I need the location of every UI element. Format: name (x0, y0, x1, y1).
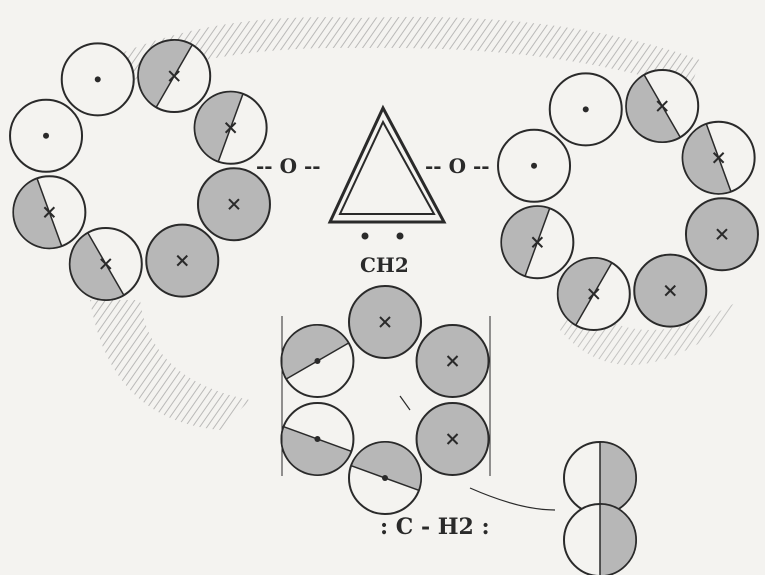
orbital-circle (686, 198, 758, 270)
bottom-formula: : C - H2 : (380, 514, 490, 540)
right-oxygen-link: -- O -- (425, 154, 490, 178)
orbital-circle (281, 325, 353, 397)
right-ring (498, 70, 758, 330)
bottom-ring (281, 286, 488, 514)
orbital-circle (564, 504, 636, 575)
orbital-circle (417, 325, 489, 397)
orbital-circle (626, 70, 698, 142)
apex-label: CH2 (360, 253, 409, 277)
electron-dot (397, 233, 404, 240)
left-ring (10, 40, 270, 300)
orbital-circle (683, 122, 755, 194)
orbital-circle (349, 286, 421, 358)
small-pair (564, 442, 636, 575)
orbital-circle (281, 403, 353, 475)
orbital-circle (349, 442, 421, 514)
orbital-circle (13, 176, 85, 248)
orbital-circle (498, 130, 570, 202)
orbital-circle (550, 73, 622, 145)
electron-dot (362, 233, 369, 240)
orbital-circle (70, 228, 142, 300)
orbital-circle (10, 100, 82, 172)
orbital-circle (195, 92, 267, 164)
orbital-circle (198, 168, 270, 240)
left-oxygen-link: -- O -- (256, 154, 321, 178)
orbital-circle (146, 225, 218, 297)
orbital-circle (138, 40, 210, 112)
orbital-circle (501, 206, 573, 278)
orbital-circle (558, 258, 630, 330)
orbital-circle (417, 403, 489, 475)
orbital-circle (62, 43, 134, 115)
orbital-circle (634, 255, 706, 327)
